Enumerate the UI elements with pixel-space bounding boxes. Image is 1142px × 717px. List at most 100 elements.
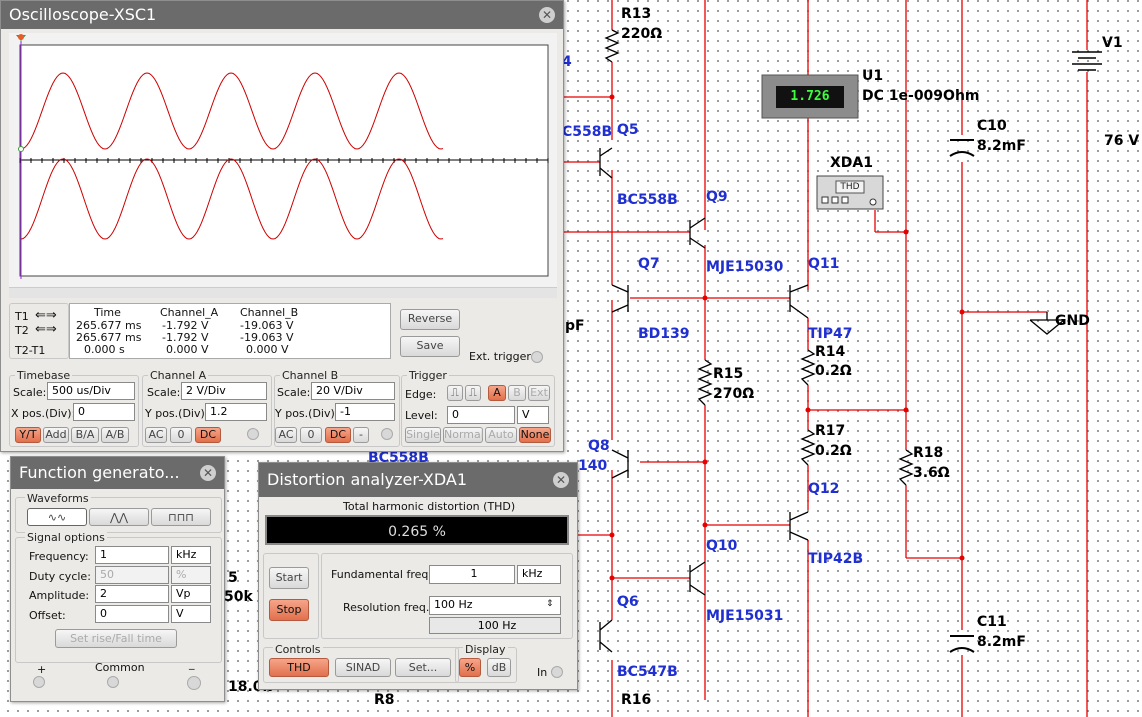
- channel-a-ypos-label: Y pos.(Div):: [145, 407, 209, 420]
- falling-edge-icon[interactable]: ⎍: [465, 385, 481, 401]
- frequency-unit[interactable]: kHz: [171, 546, 211, 564]
- waveforms-group: [15, 497, 222, 533]
- offset-unit[interactable]: V: [171, 605, 211, 623]
- t2-arrows-icon[interactable]: ⇐⇒: [35, 322, 57, 337]
- ba-mode-button[interactable]: B/A: [71, 427, 99, 443]
- q8-ref: Q8: [588, 438, 610, 454]
- table-cell: -19.063 V: [240, 319, 294, 332]
- channel-a-ypos-field[interactable]: 1.2: [205, 403, 267, 421]
- none-mode-button[interactable]: None: [519, 427, 551, 443]
- trigger-level-unit[interactable]: V: [517, 406, 549, 424]
- horizontal-scrollbar[interactable]: [9, 287, 557, 298]
- channel-a-scale-field[interactable]: 2 V/Div: [181, 382, 267, 400]
- trigger-source-a-button[interactable]: A: [488, 385, 506, 401]
- r15-value: 270Ω: [713, 386, 755, 402]
- close-icon[interactable]: ✕: [553, 472, 569, 488]
- meter-reading[interactable]: 1.726: [790, 89, 830, 104]
- channel-b-zero-button[interactable]: 0: [300, 427, 322, 443]
- yt-mode-button[interactable]: Y/T: [15, 427, 41, 443]
- v1-ref: V1: [1102, 35, 1123, 51]
- t1-label: T1: [15, 310, 29, 323]
- trigger-title: Trigger: [407, 369, 449, 382]
- reverse-button[interactable]: Reverse: [400, 309, 460, 330]
- gnd-label: GND: [1055, 313, 1090, 329]
- close-icon[interactable]: ✕: [539, 7, 555, 23]
- edge-label: Edge:: [405, 388, 437, 401]
- input-label: In: [537, 666, 548, 679]
- fundamental-freq-unit[interactable]: kHz: [517, 565, 561, 584]
- rising-edge-icon[interactable]: ⎍: [447, 385, 463, 401]
- sinad-mode-button[interactable]: SINAD: [335, 658, 391, 677]
- channel-b-invert-button[interactable]: -: [353, 427, 369, 443]
- t1-arrows-icon[interactable]: ⇐⇒: [35, 308, 57, 323]
- frequency-field[interactable]: 1: [95, 546, 169, 564]
- channel-a-ac-button[interactable]: AC: [145, 427, 167, 443]
- channel-b-terminal[interactable]: [381, 428, 393, 440]
- percent-display-button[interactable]: %: [459, 658, 481, 677]
- q12-ref: Q12: [808, 481, 840, 497]
- offset-field[interactable]: 0: [95, 605, 169, 623]
- q11-ref: Q11: [808, 256, 840, 272]
- amplitude-unit[interactable]: Vp: [171, 585, 211, 603]
- function-generator-title[interactable]: Function generato...: [11, 457, 224, 489]
- channel-a-zero-button[interactable]: 0: [170, 427, 192, 443]
- sine-wave-icon[interactable]: ∿∿: [27, 508, 87, 526]
- common-terminal[interactable]: [107, 676, 119, 688]
- spinner-icon[interactable]: ⇕: [546, 599, 554, 609]
- add-mode-button[interactable]: Add: [43, 427, 69, 443]
- normal-mode-button[interactable]: Normal: [443, 427, 484, 443]
- col-channel-a: Channel_A: [160, 306, 219, 319]
- plus-terminal[interactable]: [33, 676, 45, 688]
- distortion-analyzer-title[interactable]: Distortion analyzer-XDA1: [259, 463, 577, 497]
- channel-a-terminal[interactable]: [247, 428, 259, 440]
- timebase-scale-label: Scale:: [13, 386, 47, 399]
- q10-ref: Q10: [706, 538, 738, 554]
- timebase-scale-field[interactable]: 500 us/Div: [47, 382, 135, 400]
- ab-mode-button[interactable]: A/B: [101, 427, 129, 443]
- ext-trigger-terminal[interactable]: [531, 351, 543, 363]
- channel-b-scale-field[interactable]: 20 V/Div: [311, 382, 395, 400]
- channel-b-ypos-field[interactable]: -1: [335, 403, 395, 421]
- v1-value: 76 V: [1104, 133, 1140, 149]
- run-controls-group: [263, 553, 319, 639]
- channel-a-dc-button[interactable]: DC: [195, 427, 221, 443]
- save-button[interactable]: Save: [400, 336, 460, 357]
- stop-button[interactable]: Stop: [269, 599, 309, 621]
- channel-b-dc-button[interactable]: DC: [325, 427, 351, 443]
- q6-value: BC547B: [617, 664, 678, 680]
- c10-value: 8.2mF: [977, 138, 1026, 154]
- oscilloscope-screen[interactable]: [9, 33, 557, 287]
- duty-cycle-unit[interactable]: %: [171, 566, 211, 584]
- minus-terminal[interactable]: [187, 676, 201, 690]
- square-wave-icon[interactable]: ⊓⊓⊓: [151, 508, 211, 526]
- start-button[interactable]: Start: [269, 567, 309, 589]
- duty-cycle-field[interactable]: 50: [95, 566, 169, 584]
- trigger-level-field[interactable]: 0: [447, 406, 515, 424]
- channel-b-ac-button[interactable]: AC: [275, 427, 297, 443]
- col-channel-b: Channel_B: [240, 306, 299, 319]
- db-display-button[interactable]: dB: [487, 658, 511, 677]
- trigger-source-ext-button[interactable]: Ext: [528, 385, 550, 401]
- q11-value: TIP47: [808, 326, 853, 342]
- xda1-thd-label[interactable]: THD: [840, 182, 860, 192]
- trigger-source-b-button[interactable]: B: [508, 385, 526, 401]
- triangle-wave-icon[interactable]: ⋀⋀: [89, 508, 149, 526]
- set-rise-fall-button[interactable]: Set rise/Fall time: [55, 629, 177, 648]
- common-terminal-label: Common: [95, 661, 145, 674]
- duty-cycle-label: Duty cycle:: [29, 570, 91, 583]
- close-icon[interactable]: ✕: [200, 465, 216, 481]
- q12-value: TIP42B: [808, 551, 864, 567]
- amplitude-field[interactable]: 2: [95, 585, 169, 603]
- fundamental-freq-field[interactable]: 1: [429, 565, 515, 584]
- auto-mode-button[interactable]: Auto: [485, 427, 517, 443]
- function-generator-window: Function generato... ✕ Waveforms ∿∿ ⋀⋀ ⊓…: [10, 456, 225, 702]
- thd-mode-button[interactable]: THD: [269, 658, 329, 677]
- r18-value: 3.6Ω: [913, 465, 950, 481]
- xpos-field[interactable]: 0: [73, 403, 135, 421]
- input-terminal[interactable]: [551, 666, 563, 678]
- resolution-freq-display: 100 Hz: [429, 617, 561, 634]
- resolution-freq-select[interactable]: 100 Hz: [429, 596, 561, 615]
- oscilloscope-title[interactable]: Oscilloscope-XSC1: [1, 1, 563, 29]
- single-mode-button[interactable]: Single: [405, 427, 441, 443]
- settings-button[interactable]: Set...: [395, 658, 451, 677]
